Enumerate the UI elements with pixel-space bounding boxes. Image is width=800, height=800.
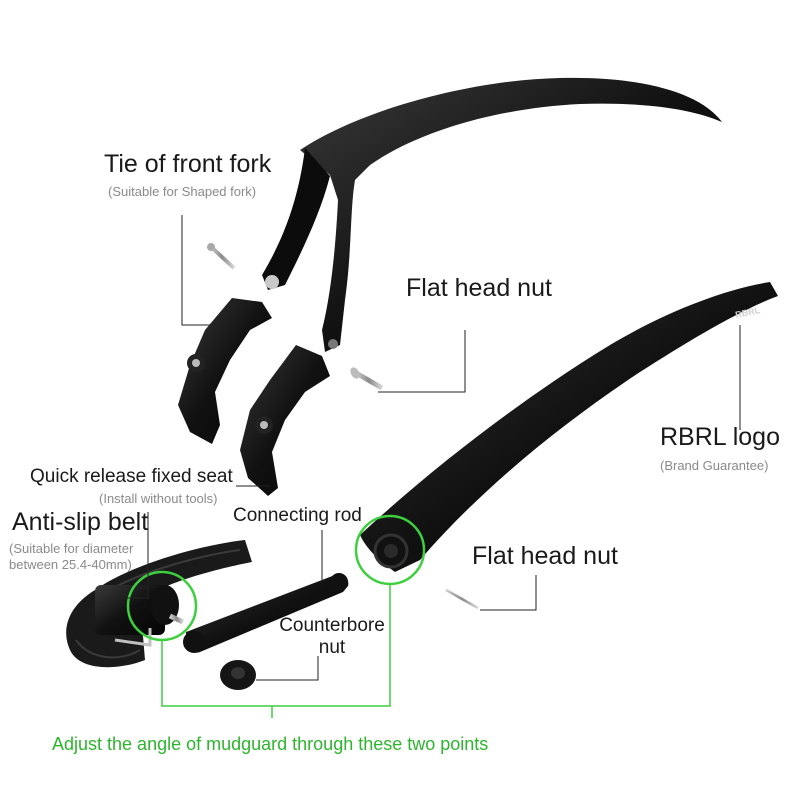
fork-tie-bracket-left — [178, 298, 272, 444]
front-fender — [262, 77, 722, 352]
label-quick-release-seat: Quick release fixed seat — [30, 466, 233, 487]
leader-flat-head-nut-top — [378, 330, 466, 393]
label-counterbore-nut-2: nut — [318, 637, 346, 658]
highlight-bracket — [161, 584, 391, 707]
leader-anti-slip-belt — [108, 512, 149, 599]
label-flat-head-nut-top: Flat head nut — [406, 274, 552, 302]
label-counterbore-nut-1: Counterbore — [279, 615, 385, 636]
front-fender-left-leg — [262, 148, 330, 290]
front-fender-body — [300, 77, 722, 352]
label-adjust-note: Adjust the angle of mudguard through the… — [52, 734, 489, 754]
counterbore-nut-part — [220, 660, 256, 690]
label-connecting-rod: Connecting rod — [233, 505, 362, 526]
note-anti-slip-belt-1: (Suitable for diameter — [9, 541, 134, 556]
small-screw — [207, 243, 236, 270]
label-front-fork-tie: Tie of front fork — [104, 150, 272, 178]
label-flat-head-nut-bottom: Flat head nut — [472, 542, 618, 570]
leader-lines — [108, 215, 741, 681]
connecting-rod — [183, 573, 349, 653]
note-quick-release-seat: (Install without tools) — [99, 491, 218, 506]
note-anti-slip-belt-2: between 25.4-40mm) — [9, 557, 132, 572]
fork-tie-bracket-right — [240, 345, 330, 496]
label-anti-slip-belt: Anti-slip belt — [12, 508, 149, 536]
leader-front-fork-tie — [181, 215, 218, 326]
flat-head-pin-bottom — [445, 588, 479, 610]
fork-bolt-head — [328, 339, 338, 349]
leader-counterbore-nut — [256, 656, 319, 681]
leader-flat-head-nut-bottom — [480, 575, 537, 611]
note-front-fork-tie: (Suitable for Shaped fork) — [108, 184, 257, 199]
note-rbrl-logo: (Brand Guarantee) — [660, 458, 769, 473]
adjust-points-highlight — [126, 514, 426, 718]
fork-bolt-head — [265, 275, 279, 289]
label-rbrl-logo: RBRL logo — [660, 423, 780, 451]
flat-head-screw-top — [350, 367, 384, 391]
